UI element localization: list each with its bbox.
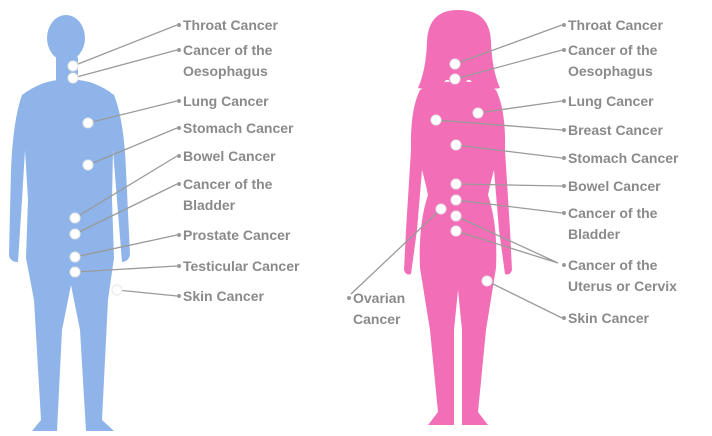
male-marker-skin	[112, 285, 122, 295]
label-bullet	[177, 182, 181, 186]
label-line: Stomach Cancer	[568, 150, 679, 166]
label-line: Uterus or Cervix	[568, 278, 677, 294]
male-label-prostate: Prostate Cancer	[177, 227, 291, 243]
male-leader-oesophagus	[73, 50, 177, 78]
male-label-skin: Skin Cancer	[177, 288, 264, 304]
male-marker-bladder	[70, 229, 80, 239]
male-marker-testicular	[70, 267, 80, 277]
male-label-stomach: Stomach Cancer	[177, 120, 294, 136]
male-label-bowel: Bowel Cancer	[177, 148, 276, 164]
female-label-bowel: Bowel Cancer	[562, 178, 661, 194]
label-line: Ovarian	[353, 290, 405, 306]
female-label-breast: Breast Cancer	[562, 122, 663, 138]
female-marker-lung	[473, 108, 483, 118]
male-leader-throat	[73, 25, 177, 66]
female-label-uterus: Cancer of the Uterus or Cervix	[562, 257, 677, 294]
female-marker-uterus	[451, 211, 461, 221]
male-label-throat: Throat Cancer	[177, 17, 278, 33]
label-line: Stomach Cancer	[183, 120, 294, 136]
label-bullet	[562, 316, 566, 320]
label-bullet	[562, 211, 566, 215]
male-leader-skin	[117, 290, 177, 296]
label-line: Cancer of the	[183, 42, 273, 58]
label-line: Oesophagus	[183, 63, 268, 79]
female-marker-bowel	[451, 179, 461, 189]
label-line: Skin Cancer	[183, 288, 264, 304]
label-bullet	[177, 233, 181, 237]
label-line: Bowel Cancer	[183, 148, 276, 164]
label-line: Cancer of the	[183, 176, 273, 192]
label-bullet	[562, 184, 566, 188]
male-label-lung: Lung Cancer	[177, 93, 269, 109]
male-label-bladder: Cancer of the Bladder	[177, 176, 273, 213]
label-line: Oesophagus	[568, 63, 653, 79]
female-marker-stomach	[451, 140, 461, 150]
male-marker-prostate	[70, 252, 80, 262]
male-marker-lung	[83, 118, 93, 128]
female-label-oesophagus: Cancer of the Oesophagus	[562, 42, 658, 79]
female-label-ovarian: Ovarian Cancer	[347, 290, 405, 327]
male-label-oesophagus: Cancer of the Oesophagus	[177, 42, 273, 79]
male-marker-oesophagus	[68, 73, 78, 83]
label-line: Bowel Cancer	[568, 178, 661, 194]
label-line: Bladder	[183, 197, 236, 213]
label-bullet	[562, 48, 566, 52]
label-line: Testicular Cancer	[183, 258, 300, 274]
female-label-skin: Skin Cancer	[562, 310, 649, 326]
female-label-stomach: Stomach Cancer	[562, 150, 679, 166]
female-marker-bladder	[451, 195, 461, 205]
male-marker-stomach	[83, 160, 93, 170]
label-bullet	[347, 296, 351, 300]
female-label-throat: Throat Cancer	[562, 17, 663, 33]
female-marker-breast	[431, 115, 441, 125]
label-bullet	[177, 48, 181, 52]
male-labels: Throat Cancer Cancer of the Oesophagus L…	[177, 17, 300, 304]
label-bullet	[177, 264, 181, 268]
female-marker-oesophagus	[450, 74, 460, 84]
label-bullet	[562, 263, 566, 267]
male-torso-limbs	[9, 80, 130, 431]
label-bullet	[562, 99, 566, 103]
male-marker-throat	[68, 61, 78, 71]
label-line: Lung Cancer	[183, 93, 269, 109]
label-line: Cancer of the	[568, 42, 658, 58]
female-leader-skin	[487, 281, 562, 318]
label-bullet	[562, 23, 566, 27]
label-line: Skin Cancer	[568, 310, 649, 326]
male-label-testicular: Testicular Cancer	[177, 258, 300, 274]
label-line: Cancer	[353, 311, 401, 327]
label-bullet	[177, 23, 181, 27]
label-line: Throat Cancer	[183, 17, 278, 33]
label-bullet	[177, 294, 181, 298]
female-label-lung: Lung Cancer	[562, 93, 654, 109]
label-line: Breast Cancer	[568, 122, 663, 138]
label-line: Throat Cancer	[568, 17, 663, 33]
label-bullet	[562, 128, 566, 132]
male-marker-bowel	[70, 213, 80, 223]
label-bullet	[177, 126, 181, 130]
label-bullet	[177, 154, 181, 158]
female-marker-ovarian	[436, 204, 446, 214]
female-marker-skin	[482, 276, 492, 286]
label-line: Bladder	[568, 226, 621, 242]
female-label-bladder: Cancer of the Bladder	[562, 205, 658, 242]
female-marker-uterus	[451, 226, 461, 236]
label-line: Cancer of the	[568, 205, 658, 221]
male-head	[47, 15, 85, 61]
label-bullet	[177, 99, 181, 103]
label-bullet	[562, 156, 566, 160]
label-line: Prostate Cancer	[183, 227, 291, 243]
female-marker-throat	[450, 59, 460, 69]
label-line: Cancer of the	[568, 257, 658, 273]
label-line: Lung Cancer	[568, 93, 654, 109]
female-torso-limbs	[404, 82, 512, 425]
